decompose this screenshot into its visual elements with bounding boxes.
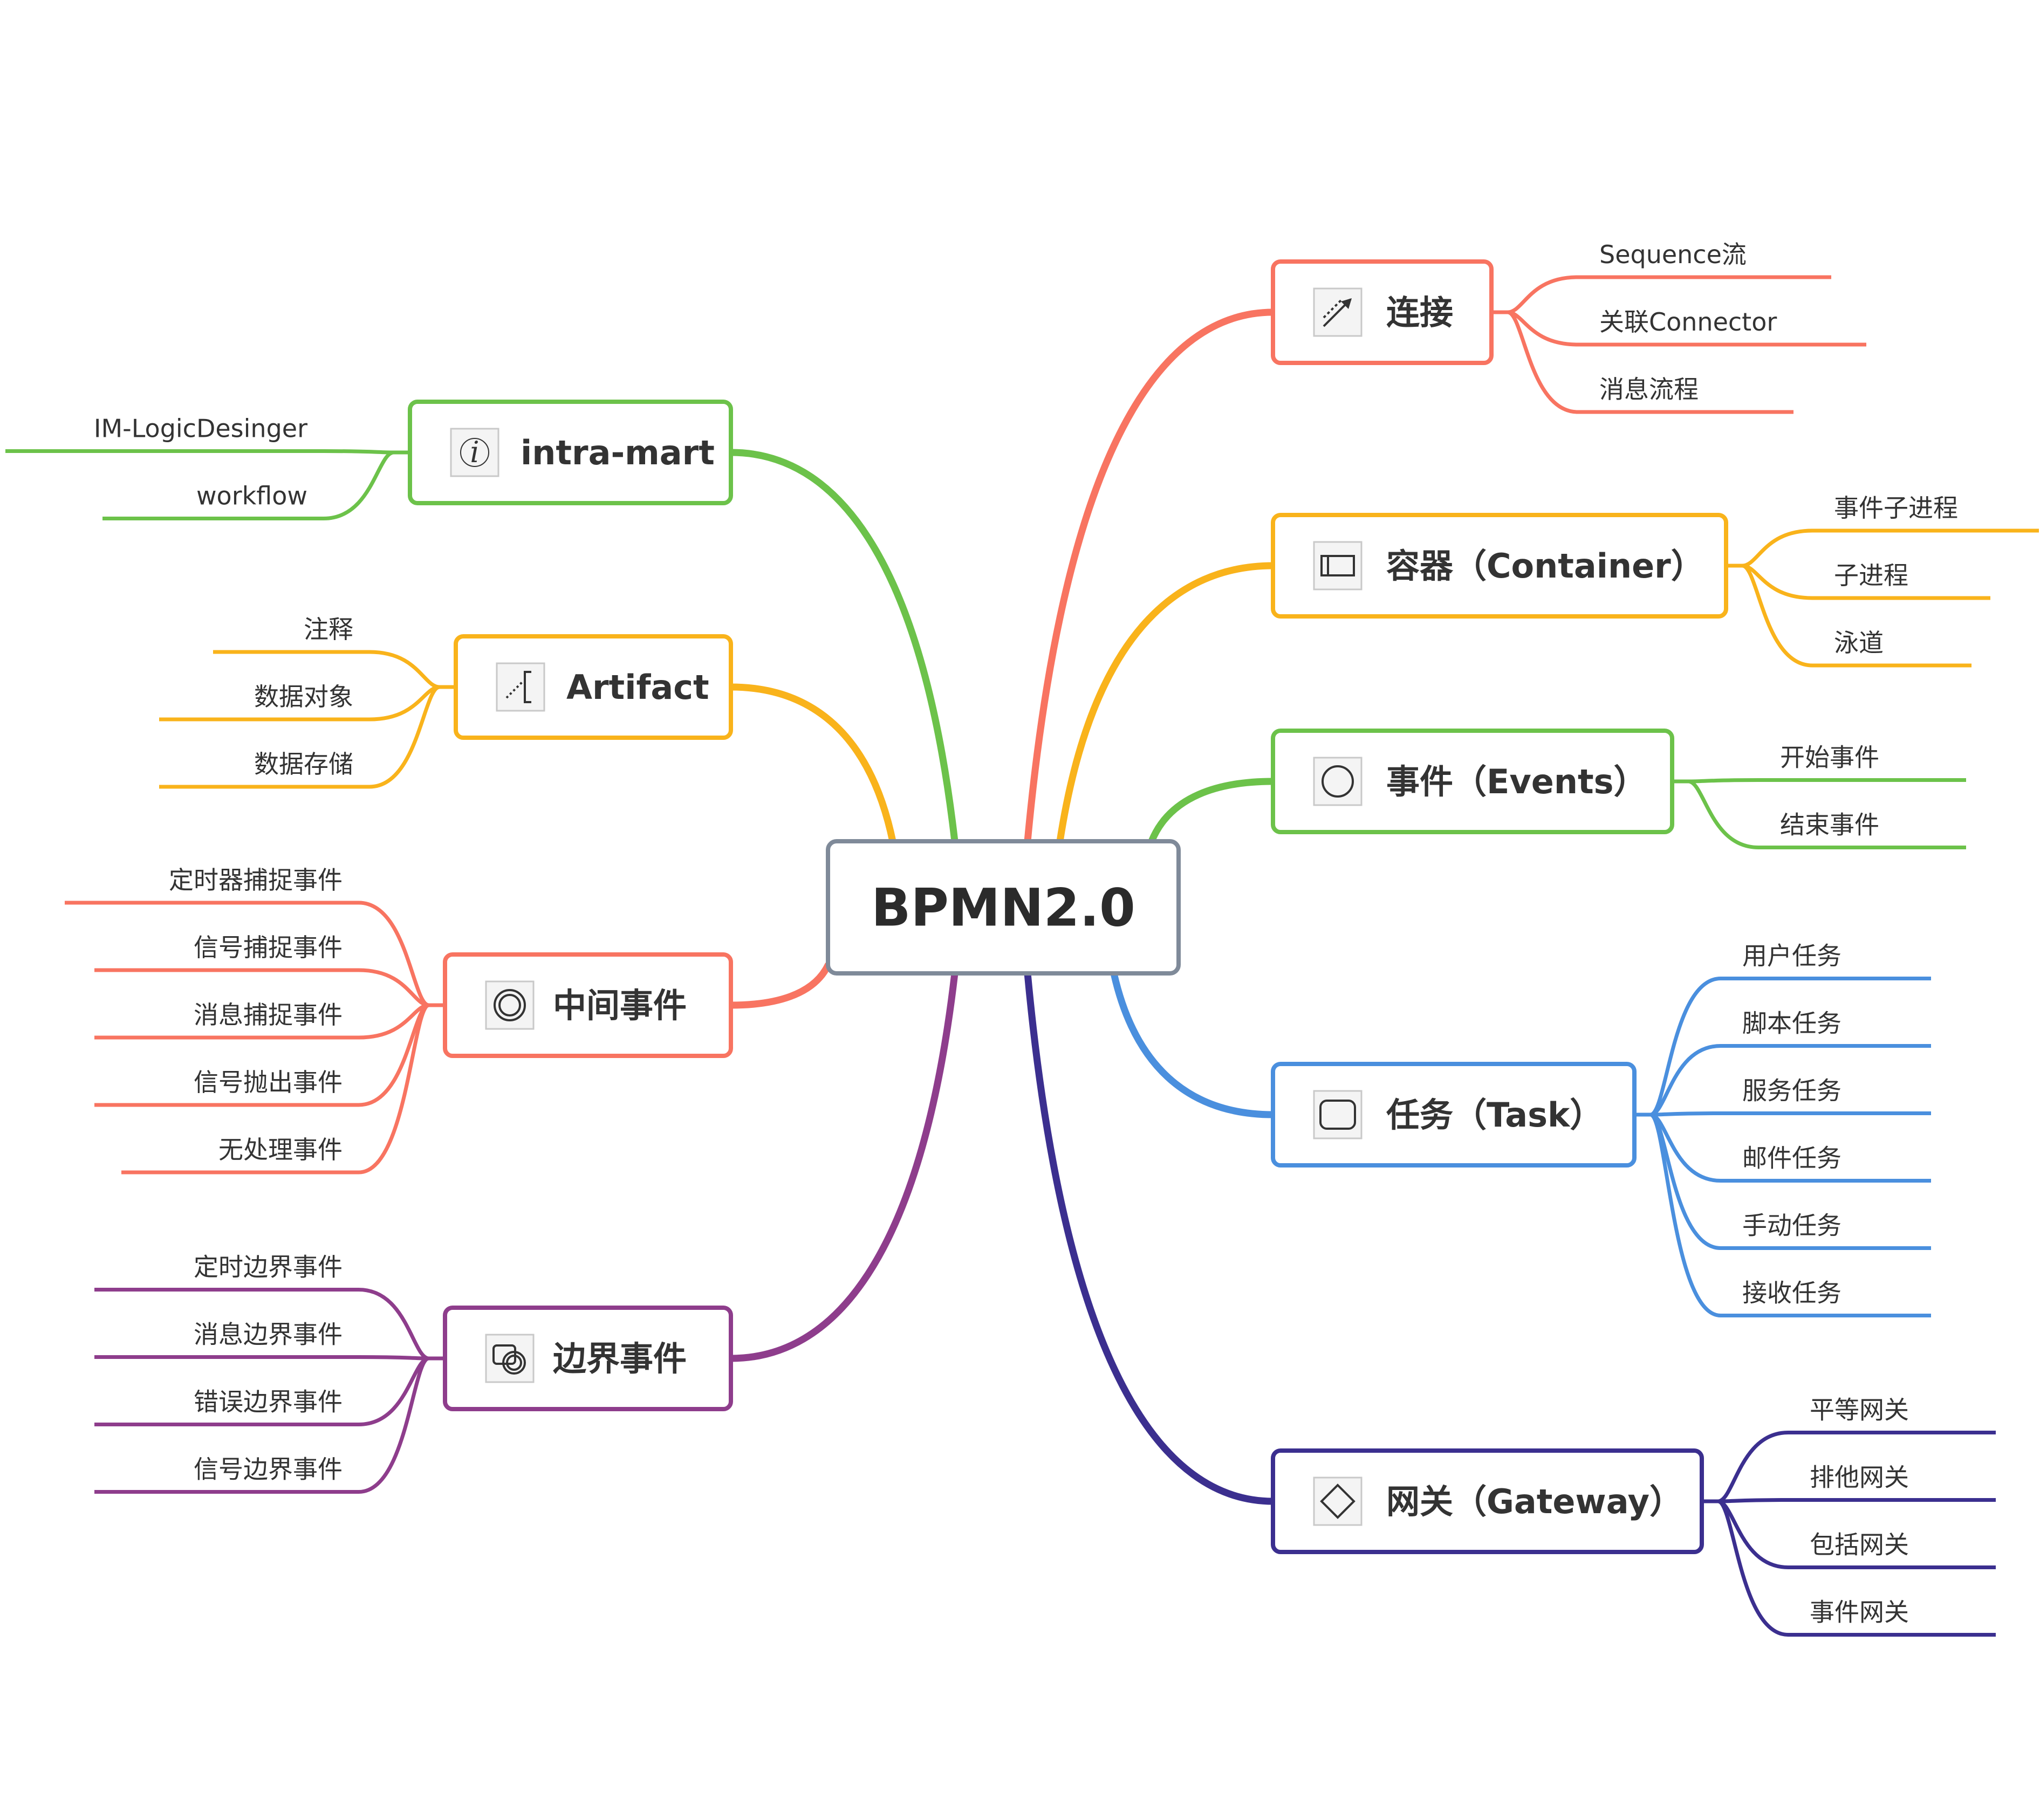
leaf-label[interactable]: 定时器捕捉事件 xyxy=(169,866,343,895)
leaf-connector-events-1 xyxy=(1688,779,1966,849)
branch-node-boundary[interactable] xyxy=(443,1306,733,1411)
leaf-label[interactable]: 注释 xyxy=(304,615,353,644)
leaf-label[interactable]: 错误边界事件 xyxy=(194,1388,343,1417)
branch-label-boundary: 边界事件 xyxy=(553,1339,687,1378)
branch-node-events[interactable] xyxy=(1271,729,1674,834)
leaf-connector-task-2 xyxy=(1650,1111,1931,1117)
leaf-label[interactable]: 结束事件 xyxy=(1780,811,1879,840)
root-node-label: BPMN2.0 xyxy=(871,878,1135,938)
leaf-connector-container-0 xyxy=(1742,528,2039,568)
connector-task xyxy=(1110,970,1277,1118)
leaf-label[interactable]: 数据存储 xyxy=(254,750,353,779)
double-circle-icon xyxy=(485,980,535,1030)
leaf-label[interactable]: 消息边界事件 xyxy=(194,1320,343,1349)
svg-text:i: i xyxy=(470,435,479,469)
branch-label-artifact: Artifact xyxy=(566,668,709,707)
leaf-connector-connection-2 xyxy=(1507,310,1793,414)
branch-label-connection: 连接 xyxy=(1386,293,1453,332)
leaf-connector-intermediate-4 xyxy=(121,1003,430,1175)
leaf-label[interactable]: 事件网关 xyxy=(1810,1598,1909,1627)
leaf-label[interactable]: IM-LogicDesinger xyxy=(94,414,307,443)
leaf-label[interactable]: 事件子进程 xyxy=(1834,493,1958,523)
branch-node-task[interactable] xyxy=(1271,1062,1637,1167)
connector-container xyxy=(1056,562,1277,845)
leaf-connector-task-5 xyxy=(1649,1112,1931,1317)
leaf-label[interactable]: 消息流程 xyxy=(1599,375,1699,404)
boundary-event-icon xyxy=(485,1334,535,1383)
annotation-icon xyxy=(496,662,545,712)
leaf-connector-boundary-1 xyxy=(94,1355,429,1361)
leaf-label[interactable]: 手动任务 xyxy=(1742,1211,1842,1240)
leaf-label[interactable]: 邮件任务 xyxy=(1742,1144,1842,1173)
leaf-connector-events-0 xyxy=(1688,778,1966,784)
leaf-connector-boundary-3 xyxy=(94,1356,430,1494)
leaf-connector-connection-0 xyxy=(1507,275,1831,314)
branch-node-container[interactable] xyxy=(1271,513,1728,619)
branch-label-intermediate: 中间事件 xyxy=(553,986,687,1025)
leaf-connector-intramart-1 xyxy=(102,450,394,520)
leaf-label[interactable]: 包括网关 xyxy=(1810,1530,1909,1560)
leaf-connector-artifact-2 xyxy=(159,685,441,789)
connector-intramart xyxy=(727,449,959,845)
branch-node-intramart[interactable] xyxy=(408,400,733,505)
leaf-label[interactable]: 服务任务 xyxy=(1742,1076,1842,1105)
leaf-connector-boundary-0 xyxy=(94,1288,429,1361)
leaf-label[interactable]: 子进程 xyxy=(1834,561,1908,590)
leaf-label[interactable]: 排他网关 xyxy=(1810,1463,1909,1492)
leaf-label[interactable]: 消息捕捉事件 xyxy=(194,1000,343,1029)
branch-label-intramart: intra-mart xyxy=(521,433,715,472)
leaf-label[interactable]: 用户任务 xyxy=(1742,942,1842,971)
branch-node-gateway[interactable] xyxy=(1271,1448,1704,1554)
leaf-label[interactable]: Sequence流 xyxy=(1599,240,1747,269)
root-node[interactable] xyxy=(826,839,1181,976)
connector-intermediate xyxy=(727,961,832,1009)
branch-label-task: 任务（Task） xyxy=(1386,1095,1603,1135)
leaf-label[interactable]: 定时边界事件 xyxy=(194,1253,343,1282)
branch-node-artifact[interactable] xyxy=(454,634,733,740)
connector-arrow-icon xyxy=(1313,287,1363,337)
node-layer: BPMN2.0 i intra-mart IM-LogicDesinger workfl… xyxy=(94,240,1958,1627)
branch-label-container: 容器（Container） xyxy=(1386,546,1704,586)
leaf-connector-gateway-3 xyxy=(1717,1499,1996,1637)
branch-node-connection[interactable] xyxy=(1271,259,1494,365)
leaf-label[interactable]: 关联Connector xyxy=(1599,307,1777,336)
leaf-connector-intramart-0 xyxy=(5,449,394,455)
pool-icon xyxy=(1313,541,1363,590)
connector-connection xyxy=(1024,308,1277,845)
connector-layer xyxy=(5,275,2039,1637)
leaf-connector-gateway-0 xyxy=(1717,1431,1996,1503)
leaf-label[interactable]: 信号捕捉事件 xyxy=(194,933,343,962)
leaf-label[interactable]: 脚本任务 xyxy=(1742,1009,1842,1038)
leaf-label[interactable]: 平等网关 xyxy=(1810,1396,1909,1425)
leaf-label[interactable]: 数据对象 xyxy=(254,682,353,711)
branch-label-gateway: 网关（Gateway） xyxy=(1386,1482,1683,1521)
leaf-label[interactable]: 信号边界事件 xyxy=(194,1455,343,1484)
connector-gateway xyxy=(1024,970,1277,1505)
branch-label-events: 事件（Events） xyxy=(1386,762,1647,801)
info-icon: i xyxy=(450,428,499,477)
circle-icon xyxy=(1313,757,1363,806)
leaf-label[interactable]: 接收任务 xyxy=(1742,1279,1842,1308)
connector-boundary xyxy=(727,970,959,1362)
leaf-connector-task-0 xyxy=(1649,977,1931,1117)
leaf-connector-intermediate-0 xyxy=(65,901,430,1007)
leaf-label[interactable]: 泳道 xyxy=(1834,628,1884,657)
leaf-label[interactable]: 信号抛出事件 xyxy=(194,1068,343,1097)
diamond-icon xyxy=(1313,1476,1363,1526)
leaf-label[interactable]: 开始事件 xyxy=(1780,743,1879,772)
leaf-connector-container-2 xyxy=(1741,564,1971,668)
leaf-connector-task-1 xyxy=(1650,1044,1931,1117)
leaf-connector-artifact-0 xyxy=(213,650,440,689)
connector-events xyxy=(1148,778,1277,845)
branch-node-intermediate[interactable] xyxy=(443,952,733,1058)
leaf-label[interactable]: workflow xyxy=(196,482,307,511)
connector-artifact xyxy=(727,683,896,845)
leaf-connector-gateway-1 xyxy=(1717,1498,1996,1503)
rounded-rect-icon xyxy=(1313,1090,1363,1139)
leaf-label[interactable]: 无处理事件 xyxy=(218,1135,343,1164)
leaf-connector-intermediate-1 xyxy=(94,968,429,1007)
